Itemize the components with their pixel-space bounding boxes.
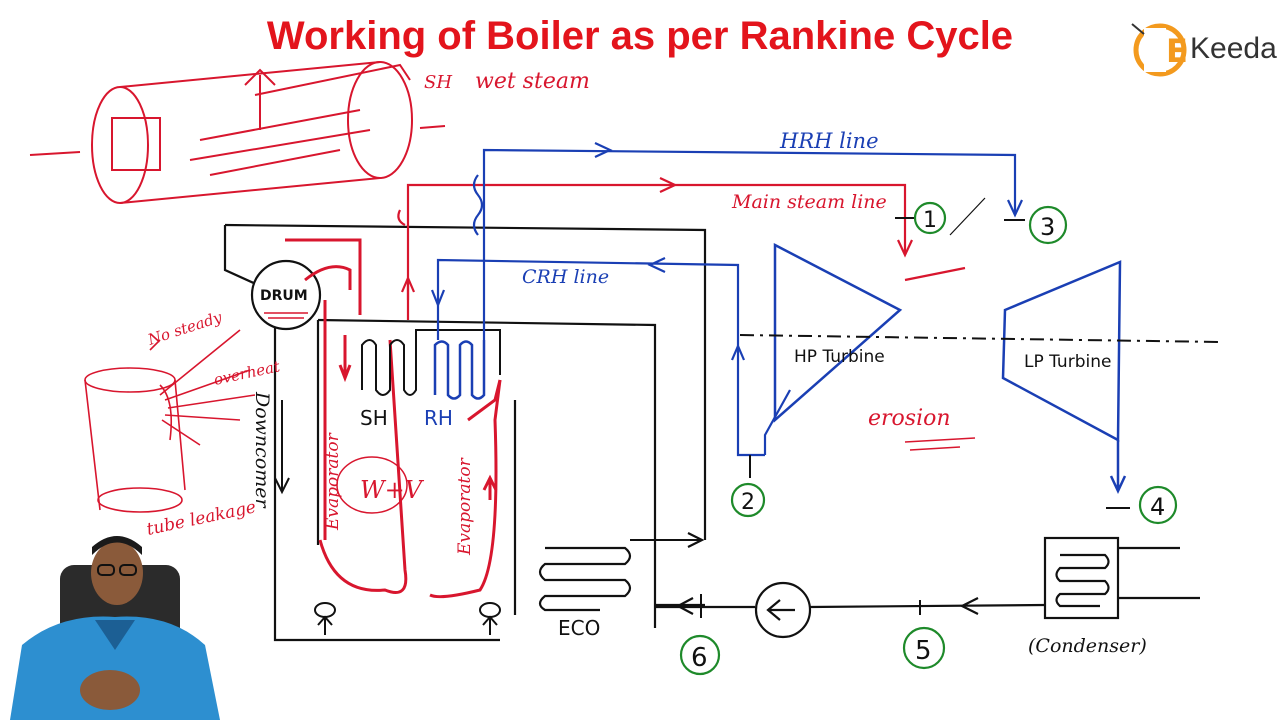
svg-text:4: 4 xyxy=(1150,493,1165,521)
hrh-line-label: HRH line xyxy=(779,129,879,153)
head xyxy=(91,541,143,605)
no-steady-label: No steady xyxy=(145,308,225,349)
evaporator-right-label: Evaporator xyxy=(455,457,475,556)
bottom-header-right-icon xyxy=(479,602,501,635)
downcomer-arrow xyxy=(274,400,290,495)
erosion-label: erosion xyxy=(868,406,951,431)
person-presenter xyxy=(10,536,220,720)
shirt xyxy=(10,616,220,720)
lp-turbine xyxy=(1001,260,1127,494)
condenser-label: (Condenser) xyxy=(1028,635,1147,657)
glasses-left xyxy=(97,564,115,576)
tick-mark xyxy=(949,197,986,236)
sh-coil xyxy=(361,329,501,396)
ekeeda-logo: E xyxy=(1131,23,1188,77)
crh-line xyxy=(430,257,791,457)
point-1: 1 xyxy=(913,201,947,235)
main-steam-line-label: Main steam line xyxy=(731,191,887,213)
point-4: 4 xyxy=(1138,485,1178,525)
logo-initial: E xyxy=(1166,32,1188,70)
sh-label: SH xyxy=(360,406,388,430)
pump-icon xyxy=(754,581,812,639)
crh-line-label: CRH line xyxy=(522,266,609,288)
hp-turbine-label: HP Turbine xyxy=(794,347,885,367)
w-plus-v-label: W+V xyxy=(360,476,425,504)
saturation-dash-line xyxy=(739,334,1221,343)
main-steam-line xyxy=(397,177,966,320)
logo-brand: Keeda xyxy=(1190,32,1277,65)
feed-water-line xyxy=(655,597,1046,615)
rh-label: RH xyxy=(424,406,453,430)
logo-antenna-icon xyxy=(1131,23,1145,35)
downcomer-label: Downcomer xyxy=(251,391,273,510)
bottom-header-left-icon xyxy=(314,602,336,635)
wet-steam-label: wet steam xyxy=(475,69,590,94)
svg-text:3: 3 xyxy=(1040,213,1055,241)
erosion-underline xyxy=(904,437,976,451)
svg-text:1: 1 xyxy=(923,208,937,233)
point-2: 2 xyxy=(730,482,766,518)
svg-text:6: 6 xyxy=(691,643,708,673)
drum: DRUM xyxy=(250,259,322,331)
logo-ring-icon xyxy=(1133,23,1187,77)
tube-sketch xyxy=(84,329,256,513)
condenser xyxy=(1043,536,1200,620)
overheat-label: overheat xyxy=(212,357,282,389)
collar xyxy=(95,620,135,650)
w-v-circle xyxy=(336,456,408,514)
lp-turbine-label: LP Turbine xyxy=(1024,352,1111,372)
hp-turbine xyxy=(773,242,903,423)
hair xyxy=(92,536,142,555)
evaporator-left-label: Evaporator xyxy=(323,432,343,531)
svg-text:5: 5 xyxy=(915,636,932,666)
eco-label: ECO xyxy=(558,616,600,640)
drum-label: DRUM xyxy=(260,288,308,304)
boiler-outline xyxy=(223,223,707,642)
page-title: Working of Boiler as per Rankine Cycle xyxy=(266,14,1014,58)
point-6: 6 xyxy=(679,634,721,676)
svg-text:2: 2 xyxy=(741,490,755,515)
drum-sketch xyxy=(29,61,446,204)
point-markers xyxy=(700,217,1130,618)
glasses-right xyxy=(119,564,137,576)
point-5: 5 xyxy=(902,626,946,670)
logo-gap xyxy=(1144,28,1166,72)
hands xyxy=(80,670,140,710)
rh-coil xyxy=(433,340,486,400)
point-3: 3 xyxy=(1028,205,1068,245)
sh-top-label: SH xyxy=(424,72,452,93)
evaporator-tubes xyxy=(285,238,502,599)
hrh-line xyxy=(472,142,1023,340)
